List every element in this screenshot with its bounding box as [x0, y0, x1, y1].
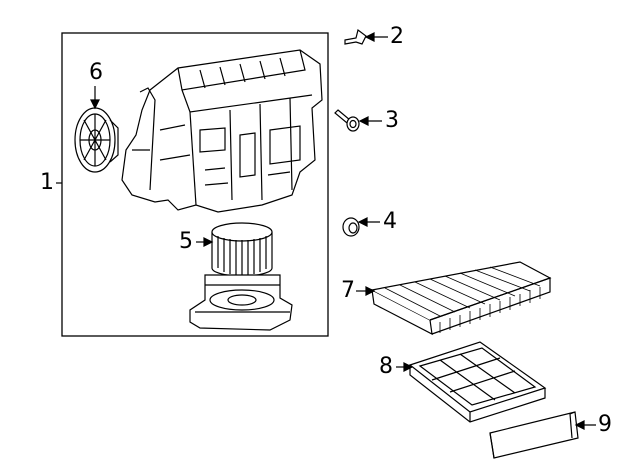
filter-cover-part-9[interactable]: [489, 411, 579, 459]
arrow-2: [364, 32, 375, 42]
arrow-7: [365, 286, 376, 296]
arrow-9: [574, 420, 585, 430]
cabin-air-filter-part-7[interactable]: [371, 261, 552, 336]
callout-3: 3: [385, 108, 399, 133]
grommet-part-4[interactable]: [342, 217, 360, 237]
filter-case-part-8[interactable]: [408, 341, 547, 423]
assembly-frame: [61, 32, 329, 337]
arrow-8: [403, 362, 414, 372]
arrow-6: [90, 99, 100, 110]
arrow-4: [357, 217, 368, 227]
hvac-housing-part-1[interactable]: [121, 49, 323, 213]
callout-1: 1: [40, 170, 54, 195]
arrow-3: [358, 116, 369, 126]
callout-2: 2: [390, 24, 404, 49]
clip-part-2[interactable]: [344, 28, 367, 45]
screw-part-3[interactable]: [334, 109, 360, 132]
callout-7: 7: [341, 278, 355, 303]
arrow-5: [203, 237, 214, 247]
callout-8: 8: [379, 354, 393, 379]
callout-4: 4: [383, 209, 397, 234]
callout-9: 9: [598, 412, 612, 437]
blower-cover-part-6[interactable]: [74, 107, 119, 173]
blower-motor-part-5[interactable]: [189, 222, 293, 331]
callout-6: 6: [89, 60, 103, 85]
callout-5: 5: [179, 229, 193, 254]
